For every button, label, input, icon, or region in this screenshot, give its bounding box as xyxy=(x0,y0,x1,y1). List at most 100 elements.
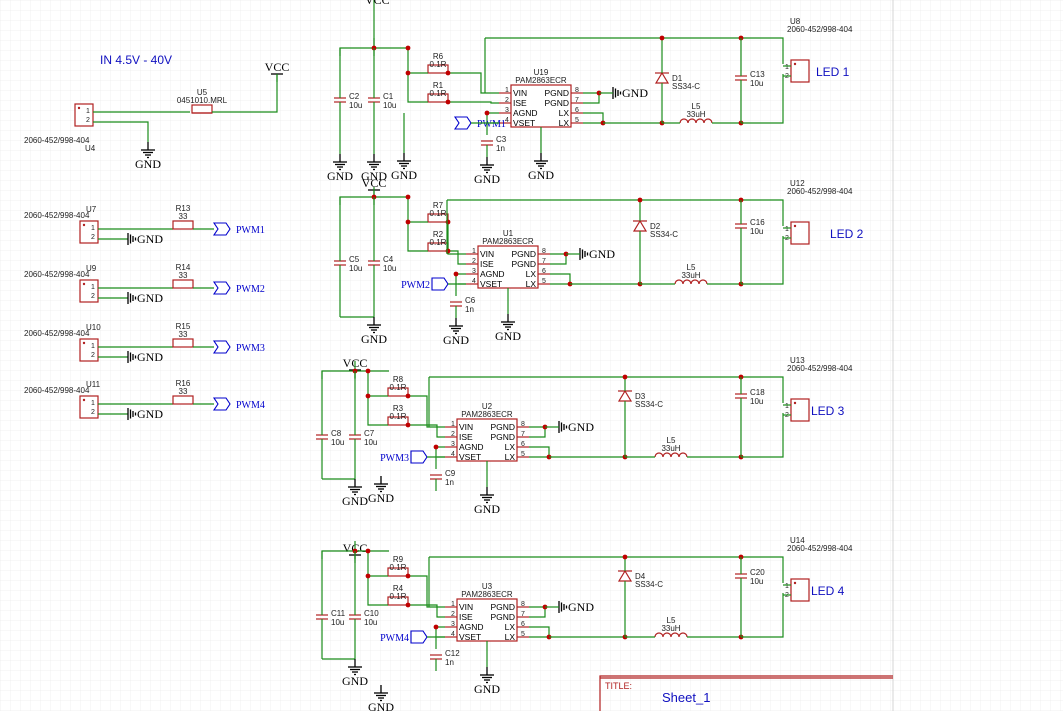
resistor xyxy=(427,64,449,74)
capacitor-value: 10u xyxy=(750,227,763,236)
resistor-ref: R8 xyxy=(393,375,404,384)
capacitor-value: 1n xyxy=(465,305,474,314)
wire xyxy=(447,222,466,255)
ic-pin-number: 1 xyxy=(451,421,455,428)
junction xyxy=(484,110,490,116)
junction xyxy=(433,444,439,450)
ic-pin-number: 2 xyxy=(472,258,476,265)
wire xyxy=(93,121,149,142)
connector-pin-number: 2 xyxy=(91,409,95,416)
ic-pin-name: LX xyxy=(526,279,537,289)
capacitor-ref: C9 xyxy=(445,469,456,478)
junction xyxy=(365,393,371,399)
connector-pin-number: 2 xyxy=(91,293,95,300)
ic-ref: U2 xyxy=(482,402,493,411)
capacitor-value: 10u xyxy=(750,397,763,406)
junction xyxy=(405,194,411,200)
gnd-symbol: GND xyxy=(127,291,163,305)
ic-pin-name: LX xyxy=(526,269,537,279)
resistor-value: 0451010.MRL xyxy=(177,96,228,105)
junction xyxy=(365,548,371,554)
ic-pin-number: 7 xyxy=(542,258,546,265)
wire xyxy=(529,426,546,438)
pwm-net-flag: PWM3 xyxy=(380,450,428,464)
junction xyxy=(405,70,411,76)
capacitor-value: 10u xyxy=(331,618,344,627)
junction xyxy=(405,45,411,51)
capacitor-ref: C7 xyxy=(364,429,375,438)
wire xyxy=(583,112,604,124)
wire xyxy=(408,424,445,438)
pwm-net-label: PWM2 xyxy=(236,284,265,295)
junction xyxy=(405,219,411,225)
ic-pin-name: PGND xyxy=(544,88,569,98)
junction xyxy=(453,271,459,277)
ic-pin-name: AGND xyxy=(459,622,484,632)
connector-pin-number: 1 xyxy=(91,284,95,291)
junction xyxy=(622,374,628,380)
ic-pin-number: 3 xyxy=(472,268,476,275)
resistor-ref: R7 xyxy=(433,201,444,210)
ic-part: PAM2863ECR xyxy=(461,590,513,599)
pwm-connector-ref: U7 xyxy=(86,205,97,214)
diode-ref: D4 xyxy=(635,572,646,581)
connector: 12 xyxy=(79,395,99,419)
capacitor-ref: C11 xyxy=(331,609,346,618)
gnd-symbol: GND xyxy=(361,317,387,346)
junction xyxy=(659,35,665,41)
capacitor-value: 10u xyxy=(349,101,362,110)
capacitor-value: 10u xyxy=(331,438,344,447)
gnd-symbol: GND xyxy=(474,487,500,516)
ic-pin-name: PGND xyxy=(490,422,515,432)
capacitor-ref: C6 xyxy=(465,296,476,305)
ic-pin-number: 8 xyxy=(542,248,546,255)
connector-part: 2060-452/998-404 xyxy=(787,187,853,196)
pwm-net-flag: PWM2 xyxy=(212,281,265,295)
ic-pin-number: 1 xyxy=(505,87,509,94)
gnd-symbol: GND xyxy=(127,232,163,246)
pwm-net-flag: PWM1 xyxy=(453,116,506,130)
gnd-symbol: GND xyxy=(342,659,368,688)
ic-pin-name: ISE xyxy=(480,259,494,269)
junction xyxy=(405,422,411,428)
connector-pin-number: 1 xyxy=(91,343,95,350)
ic-part: PAM2863ECR xyxy=(515,76,567,85)
ic-pin-number: 1 xyxy=(472,248,476,255)
ic-pin-name: LX xyxy=(559,118,570,128)
gnd-label: GND xyxy=(495,329,521,343)
ic-pin-name: PGND xyxy=(511,249,536,259)
resistor-value: 0.1R xyxy=(390,592,407,601)
gnd-label: GND xyxy=(391,168,417,182)
connector-ref: U8 xyxy=(790,17,801,26)
gnd-symbol: GND xyxy=(327,154,353,183)
input-connector-part: 2060-452/998-404 xyxy=(24,136,90,145)
connector-pin-number: 1 xyxy=(785,583,789,590)
gnd-label: GND xyxy=(568,600,594,614)
gnd-symbol: GND xyxy=(474,667,500,696)
capacitor-value: 1n xyxy=(445,658,454,667)
inductor-ref: L5 xyxy=(667,436,676,445)
diode-ref: D2 xyxy=(650,222,661,231)
resistor-value: 0.1R xyxy=(430,60,447,69)
pwm-net-label: PWM3 xyxy=(380,453,409,464)
led-connector: 12 xyxy=(785,398,810,422)
inductor-ref: L5 xyxy=(687,263,696,272)
resistor-value: 0.1R xyxy=(390,412,407,421)
connector-pin-number: 2 xyxy=(91,234,95,241)
diode-ref: D1 xyxy=(672,74,683,83)
ic-pin-name: PGND xyxy=(490,612,515,622)
gnd-label: GND xyxy=(137,291,163,305)
led-label: LED 2 xyxy=(830,227,864,241)
capacitor-ref: C1 xyxy=(383,92,394,101)
gnd-label: GND xyxy=(135,157,161,171)
gnd-symbol: GND xyxy=(443,318,469,347)
led-label: LED 3 xyxy=(811,404,845,418)
ic-pin-name: VSET xyxy=(513,118,535,128)
gnd-label: GND xyxy=(137,232,163,246)
channel-3: VCCC810uC710uGNDR80.1RR30.1RU2PAM2863ECR… xyxy=(316,356,853,516)
